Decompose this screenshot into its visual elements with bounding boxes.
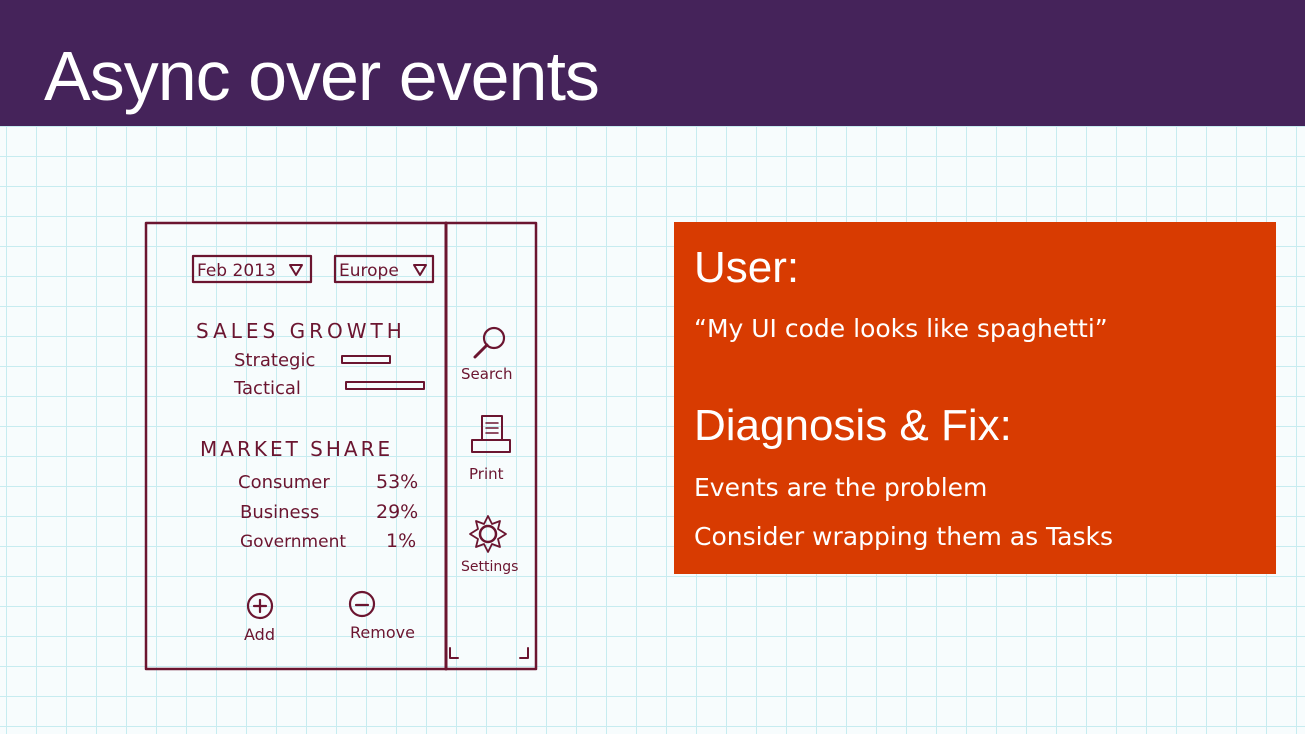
printer-icon bbox=[471, 415, 511, 453]
region-dropdown-label: Europe bbox=[339, 261, 399, 281]
minus-circle-icon bbox=[348, 590, 376, 618]
region-dropdown[interactable]: Europe bbox=[333, 254, 435, 284]
settings-button[interactable]: Settings bbox=[461, 515, 518, 575]
sales-bar-strategic bbox=[341, 355, 391, 364]
info-panel: User: “My UI code looks like spaghetti” … bbox=[674, 222, 1276, 574]
market-row-value: 29% bbox=[376, 501, 418, 523]
chevron-down-icon bbox=[413, 264, 427, 276]
market-share-heading: MARKET SHARE bbox=[200, 437, 393, 461]
corner-mark-left bbox=[449, 647, 459, 659]
add-button[interactable]: Add bbox=[244, 592, 275, 644]
date-dropdown[interactable]: Feb 2013 bbox=[191, 254, 313, 284]
gear-icon bbox=[469, 515, 507, 553]
sales-bar-tactical bbox=[345, 381, 425, 390]
sales-growth-heading: SALES GROWTH bbox=[196, 319, 406, 343]
ui-sketch: Feb 2013 Europe SALES GROWTH Strategic T… bbox=[140, 216, 542, 676]
chevron-down-icon bbox=[289, 264, 303, 276]
search-label: Search bbox=[461, 365, 513, 383]
market-row-label: Business bbox=[240, 502, 319, 523]
slide-header: Async over events bbox=[0, 0, 1305, 126]
sales-row-label: Strategic bbox=[234, 350, 315, 371]
market-row-label: Government bbox=[240, 532, 346, 552]
print-label: Print bbox=[469, 465, 504, 483]
corner-mark-right bbox=[519, 647, 529, 659]
diagnosis-heading: Diagnosis & Fix: bbox=[694, 401, 1012, 450]
settings-label: Settings bbox=[461, 559, 518, 575]
user-quote: “My UI code looks like spaghetti” bbox=[694, 314, 1108, 343]
search-button[interactable]: Search bbox=[461, 326, 513, 383]
plus-circle-icon bbox=[246, 592, 274, 620]
slide-title: Async over events bbox=[44, 37, 600, 115]
market-row-value: 1% bbox=[386, 530, 416, 552]
user-heading: User: bbox=[694, 243, 800, 292]
sketch-frame bbox=[144, 221, 538, 671]
market-row-label: Consumer bbox=[238, 472, 330, 493]
search-icon bbox=[482, 326, 506, 350]
diagnosis-line: Consider wrapping them as Tasks bbox=[694, 522, 1114, 551]
remove-label: Remove bbox=[350, 623, 415, 642]
market-row-value: 53% bbox=[376, 471, 418, 493]
sales-row-label: Tactical bbox=[233, 378, 301, 399]
remove-button[interactable]: Remove bbox=[348, 590, 415, 642]
print-button[interactable]: Print bbox=[469, 415, 511, 483]
add-label: Add bbox=[244, 625, 275, 644]
date-dropdown-label: Feb 2013 bbox=[197, 261, 276, 281]
diagnosis-line: Events are the problem bbox=[694, 473, 988, 502]
